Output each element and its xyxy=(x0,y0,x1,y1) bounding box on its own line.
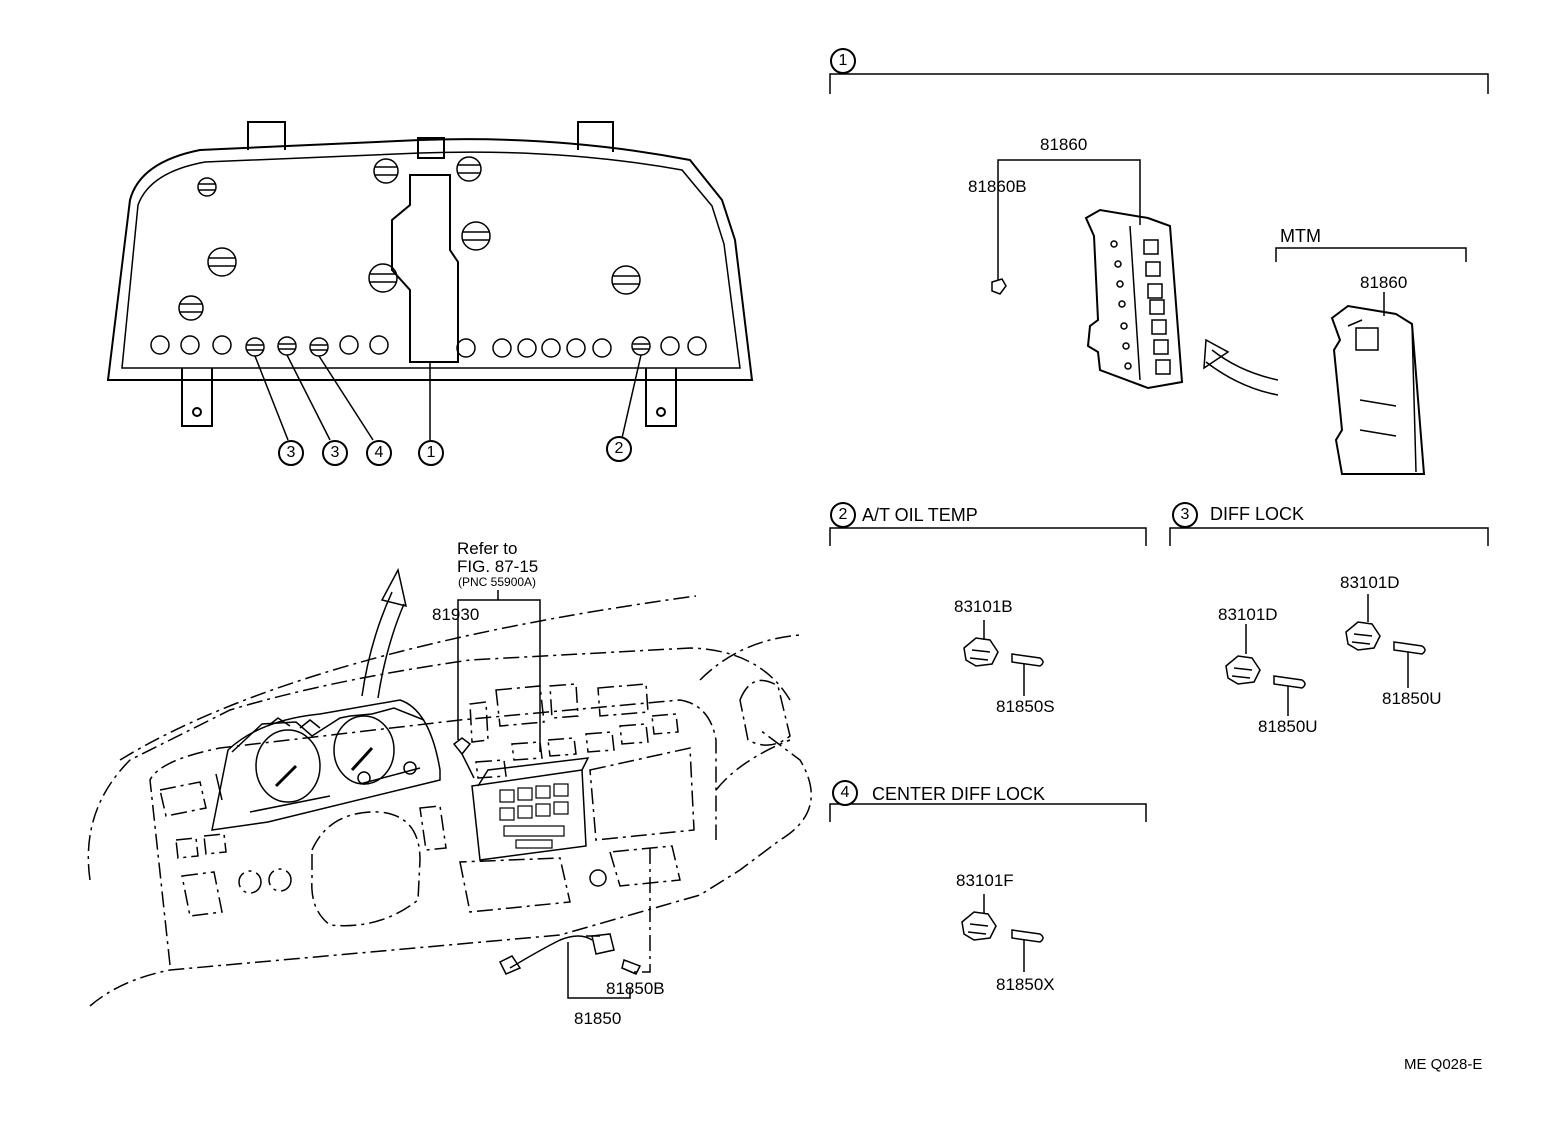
mtm-label: MTM xyxy=(1280,226,1321,246)
section-3-number: 3 xyxy=(1172,502,1198,528)
part-81930: 81930 xyxy=(432,605,480,624)
section-2-number: 2 xyxy=(830,502,856,528)
callout-1: 1 xyxy=(418,440,444,466)
cluster-back-view xyxy=(106,121,754,441)
part-81850x: 81850X xyxy=(996,975,1055,994)
refer-line-2: FIG. 87-15 xyxy=(457,557,539,576)
part-83101b: 83101B xyxy=(954,597,1013,616)
section-frames xyxy=(829,73,1489,822)
part-81850u-right: 81850U xyxy=(1382,689,1442,708)
dashboard-view xyxy=(87,567,812,1007)
callout-4: 4 xyxy=(366,440,392,466)
part-83101f: 83101F xyxy=(956,871,1014,890)
callout-3b: 3 xyxy=(322,440,348,466)
part-81860-at: 81860 xyxy=(1040,135,1088,154)
section-2-title: A/T OIL TEMP xyxy=(862,505,978,525)
part-81850s: 81850S xyxy=(996,697,1055,716)
section-4-title: CENTER DIFF LOCK xyxy=(872,784,1046,804)
part-83101d-left: 83101D xyxy=(1218,605,1278,624)
refer-line-1: Refer to xyxy=(457,539,518,558)
part-81860-mtm: 81860 xyxy=(1360,273,1408,292)
part-81850: 81850 xyxy=(574,1009,622,1028)
part-81860b: 81860B xyxy=(968,177,1027,196)
diff-lock-bulbs xyxy=(1225,594,1426,716)
section-4-number: 4 xyxy=(832,780,858,806)
section-1-number: 1 xyxy=(830,48,856,74)
center-diff-lock-bulbs xyxy=(961,894,1044,972)
callout-2: 2 xyxy=(606,436,632,462)
callout-3a: 3 xyxy=(278,440,304,466)
part-81850b: 81850B xyxy=(606,979,665,998)
refer-line-3: (PNC 55900A) xyxy=(458,575,537,589)
shift-indicator-assembly xyxy=(991,159,1426,475)
part-81850u-left: 81850U xyxy=(1258,717,1318,736)
at-oil-temp-bulbs xyxy=(963,620,1044,696)
part-83101d-right: 83101D xyxy=(1340,573,1400,592)
figure-code: ME Q028-E xyxy=(1404,1056,1483,1073)
section-3-title: DIFF LOCK xyxy=(1210,504,1305,524)
